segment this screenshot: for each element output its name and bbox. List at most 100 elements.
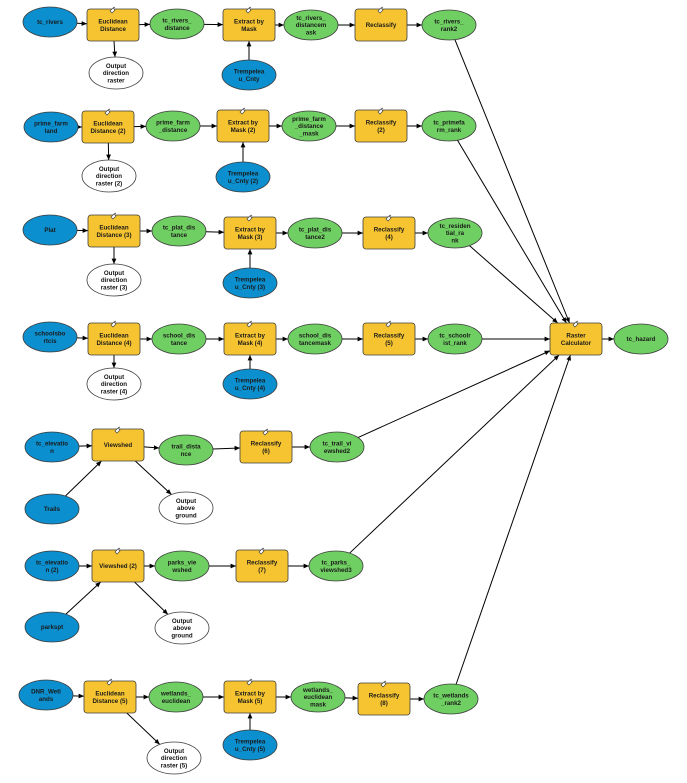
output-ellipse[interactable] — [308, 550, 364, 582]
output-ellipse[interactable] — [427, 217, 483, 249]
derived-ellipse[interactable] — [86, 367, 142, 401]
input-ellipse[interactable] — [24, 550, 80, 582]
output-ellipse[interactable] — [158, 434, 214, 466]
input-ellipse[interactable] — [22, 214, 78, 246]
derived-ellipse[interactable] — [146, 741, 202, 775]
input-ellipse[interactable] — [24, 611, 80, 643]
input-ellipse[interactable] — [23, 111, 79, 143]
tool-node-rc4[interactable]: Reclassify(4) — [362, 214, 416, 250]
input-node-parkspt[interactable]: parkspt — [24, 611, 80, 643]
input-ellipse[interactable] — [22, 6, 78, 38]
input-ellipse[interactable] — [18, 679, 74, 711]
input-ellipse[interactable] — [222, 729, 278, 761]
output-ellipse[interactable] — [427, 323, 483, 355]
tool-node-rc2[interactable]: Reclassify(2) — [354, 107, 408, 143]
input-node-plat[interactable]: Plat — [22, 214, 78, 246]
output-ellipse[interactable] — [281, 110, 337, 142]
output-node-prime-dist-mask[interactable]: prime_farm_distance_mask — [281, 110, 337, 142]
output-ellipse[interactable] — [290, 681, 346, 713]
output-ellipse[interactable] — [309, 431, 365, 463]
output-node-tc-rivers-rank2[interactable]: tc_rivers_rank2 — [421, 9, 477, 41]
tool-node-rc7[interactable]: Reclassify(7) — [235, 547, 289, 583]
tool-node-rc1[interactable]: Reclassify — [354, 6, 408, 42]
output-node-tc-rivers-dist[interactable]: tc_rivers_distance — [149, 8, 205, 40]
output-node-trail-dist[interactable]: trail_distance — [158, 434, 214, 466]
input-ellipse[interactable] — [24, 431, 80, 463]
input-ellipse[interactable] — [24, 493, 80, 525]
derived-ellipse[interactable] — [88, 56, 144, 90]
output-ellipse[interactable] — [151, 215, 207, 247]
derived-ellipse[interactable] — [158, 491, 214, 525]
output-ellipse[interactable] — [149, 8, 205, 40]
output-node-hazard[interactable]: tc_hazard — [613, 323, 669, 355]
output-ellipse[interactable] — [148, 681, 204, 713]
output-node-tc-wet[interactable]: tc_wetlands_rank2 — [423, 683, 479, 715]
derived-ellipse[interactable] — [154, 611, 210, 645]
input-ellipse[interactable] — [221, 59, 277, 91]
output-ellipse[interactable] — [283, 9, 339, 41]
derived-ellipse[interactable] — [81, 159, 137, 193]
input-ellipse[interactable] — [222, 368, 278, 400]
output-ellipse[interactable] — [421, 110, 477, 142]
input-node-tc-rivers[interactable]: tc_rivers — [22, 6, 78, 38]
output-node-wet-dist[interactable]: wetlands_euclidean — [148, 681, 204, 713]
output-ellipse[interactable] — [154, 550, 210, 582]
output-node-plat-dist[interactable]: tc_plat_distance — [151, 215, 207, 247]
derived-ellipse[interactable] — [86, 263, 142, 297]
input-ellipse[interactable] — [215, 161, 271, 193]
tool-node-rc8[interactable]: Reclassify(8) — [357, 680, 411, 716]
output-ellipse[interactable] — [151, 323, 207, 355]
output-ellipse[interactable] — [423, 683, 479, 715]
output-node-school-dist[interactable]: school_distance — [151, 323, 207, 355]
output-node-prime-dist[interactable]: prime_farm_distance — [145, 110, 201, 142]
output-ellipse[interactable] — [287, 217, 343, 249]
tool-node-vs2[interactable]: Viewshed (2) — [91, 547, 145, 583]
input-ellipse[interactable] — [22, 321, 78, 353]
input-node-trails[interactable]: Trails — [24, 493, 80, 525]
tool-node-rc6[interactable]: Reclassify(6) — [239, 428, 293, 464]
output-ellipse[interactable] — [287, 323, 343, 355]
output-node-parks-vis[interactable]: parks_viewshed — [154, 550, 210, 582]
output-ellipse[interactable] — [613, 323, 669, 355]
tool-node-vs1[interactable]: Viewshed — [91, 426, 145, 462]
output-node-tc-parks-vis[interactable]: tc_parks_viewshed3 — [308, 550, 364, 582]
output-ellipse[interactable] — [145, 110, 201, 142]
tool-node-rc5[interactable]: Reclassify(5) — [362, 320, 416, 356]
